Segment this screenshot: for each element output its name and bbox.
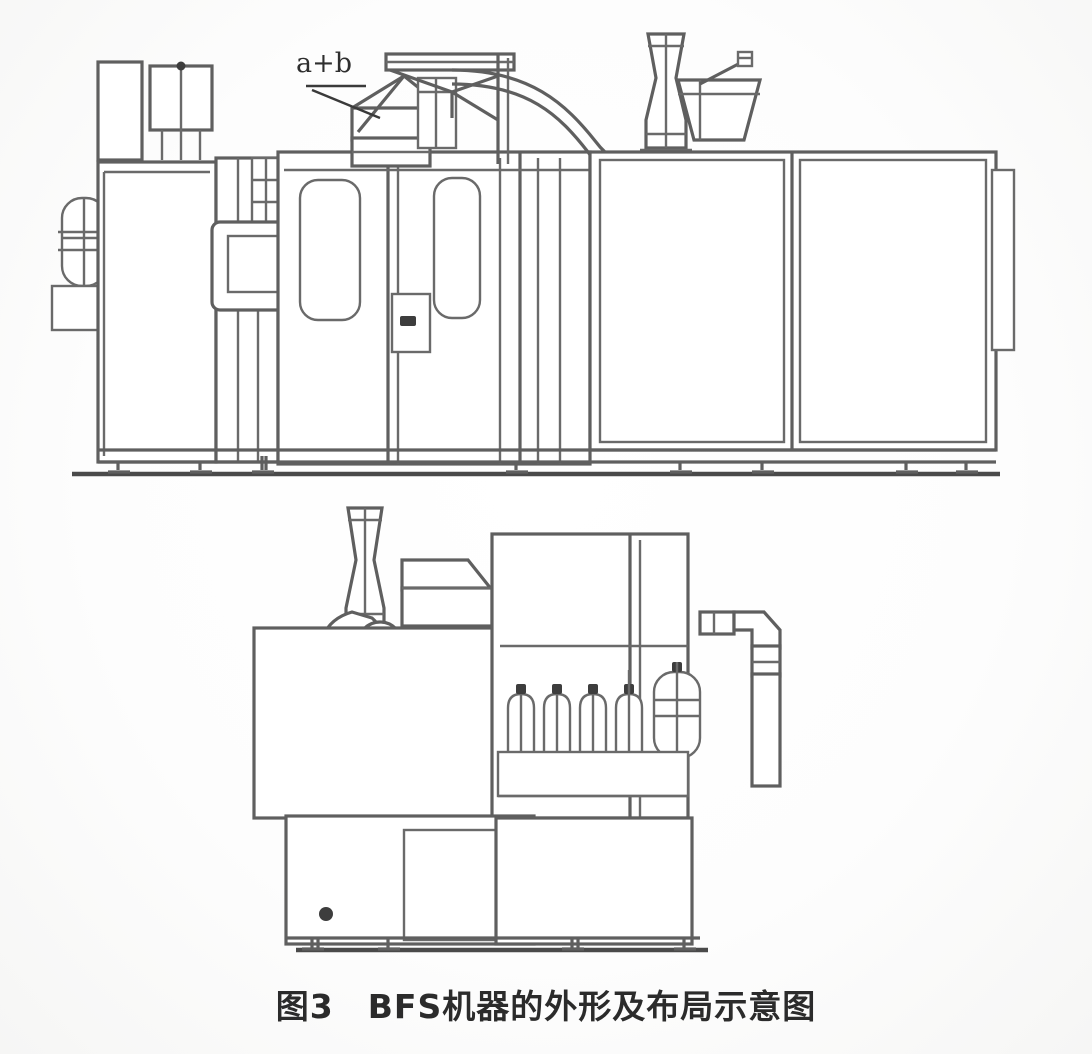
label-a-plus-b: a+b bbox=[296, 48, 353, 79]
base-plinth bbox=[98, 448, 996, 464]
front-elevation-view bbox=[50, 32, 1016, 477]
mould-base-tray bbox=[496, 750, 690, 798]
hood-cover bbox=[400, 558, 496, 628]
pressure-vessel bbox=[652, 662, 702, 760]
lower-right-cabinet bbox=[494, 816, 694, 946]
bottle-mould-1 bbox=[506, 684, 536, 758]
glass-door-2[interactable] bbox=[798, 158, 988, 444]
exhaust-elbow-duct bbox=[698, 610, 782, 788]
door-latch[interactable] bbox=[390, 292, 432, 354]
leader-line-a-plus-b bbox=[306, 84, 381, 120]
lower-cabinet-door[interactable] bbox=[402, 828, 498, 942]
feed-stack bbox=[640, 32, 692, 152]
side-machine-feet bbox=[302, 938, 696, 951]
viewing-window-left bbox=[298, 178, 362, 322]
bottle-mould-2 bbox=[542, 684, 572, 758]
mixing-bowl bbox=[675, 50, 763, 142]
hopper-riser bbox=[416, 76, 458, 150]
viewing-window-right bbox=[432, 176, 482, 320]
roof-box-right bbox=[148, 61, 214, 160]
overhead-gantry-rail bbox=[384, 52, 516, 164]
bottle-mould-3 bbox=[578, 684, 608, 758]
side-elevation-view bbox=[252, 506, 782, 953]
figure-caption: 图3 BFS机器的外形及布局示意图 bbox=[275, 987, 817, 1026]
main-body-cabinet bbox=[252, 626, 496, 820]
machine-feet bbox=[108, 456, 978, 474]
door-handle[interactable] bbox=[990, 168, 1016, 352]
glass-door-1[interactable] bbox=[598, 158, 786, 444]
roof-box-left bbox=[96, 60, 144, 162]
drain-knob[interactable] bbox=[319, 907, 333, 921]
bottle-mould-4 bbox=[614, 670, 644, 758]
